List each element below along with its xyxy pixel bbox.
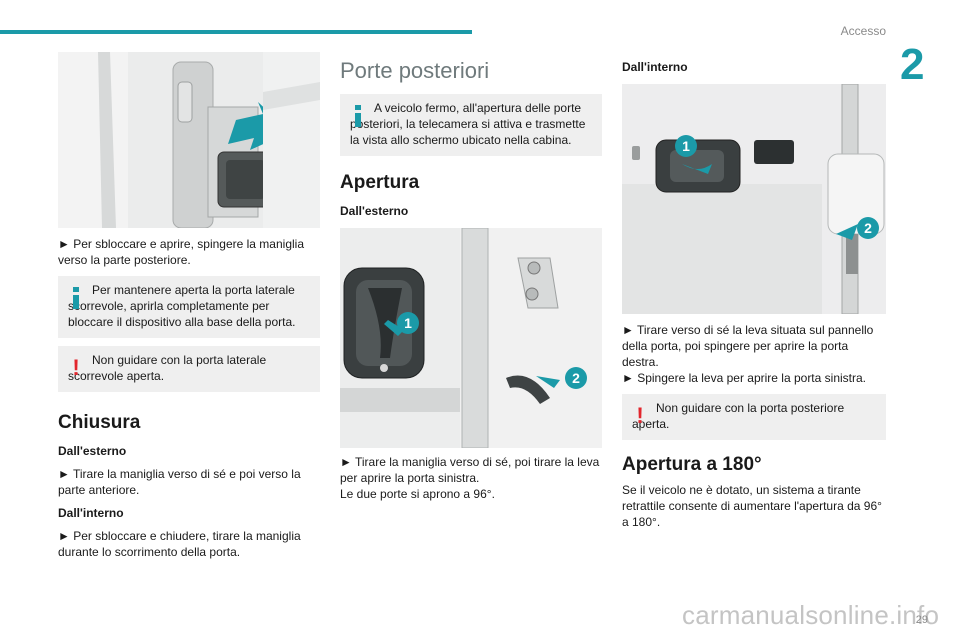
subheading-outside: Dall'esterno	[58, 444, 127, 458]
rear-door-outside-figure: 1 2	[340, 228, 602, 448]
section-name: Accesso	[840, 24, 886, 38]
rear-door-inside-figure: 1 2	[622, 84, 886, 314]
rear-door-outside-illustration: 1 2	[340, 228, 602, 448]
sliding-door-handle-figure	[58, 52, 320, 228]
callout-2-label: 2	[572, 370, 580, 386]
callout-2-label: 2	[864, 220, 872, 236]
note-96-degrees: Le due porte si aprono a 96°.	[340, 487, 495, 501]
chapter-number: 2	[900, 40, 925, 89]
warning-icon: !	[72, 355, 80, 380]
warning-text: Non guidare con la porta laterale scorre…	[68, 353, 267, 383]
warning-box-rear: ! Non guidare con la porta posteriore ap…	[622, 394, 886, 440]
subheading-outside: Dall'esterno	[340, 204, 409, 218]
step-open-sliding: ► Per sbloccare e aprire, spingere la ma…	[58, 237, 304, 267]
column-left: ► Per sbloccare e aprire, spingere la ma…	[58, 52, 320, 560]
info-text: A veicolo fermo, all'apertura delle port…	[350, 101, 586, 147]
warning-box-sliding: ! Non guidare con la porta laterale scor…	[58, 346, 320, 392]
step-open-outside: ► Tirare la maniglia verso di sé, poi ti…	[340, 455, 600, 485]
info-box-sliding: Per mantenere aperta la porta laterale s…	[58, 276, 320, 338]
section-title-rear-doors: Porte posteriori	[340, 58, 490, 83]
subheading-inside: Dall'interno	[58, 506, 124, 520]
step-close-inside: ► Per sbloccare e chiudere, tirare la ma…	[58, 529, 301, 559]
header-bar	[0, 30, 472, 34]
column-right: Dall'interno 1 2 ► Tirare verso di sé la…	[622, 52, 886, 530]
step-open-inside-right: ► Tirare verso di sé la leva situata sul…	[622, 323, 874, 369]
watermark: carmanualsonline.info	[682, 600, 940, 630]
info-icon	[355, 105, 361, 127]
info-box-camera: A veicolo fermo, all'apertura delle port…	[340, 94, 602, 156]
text-180: Se il veicolo ne è dotato, un sistema a …	[622, 483, 882, 529]
sliding-door-illustration	[58, 52, 320, 228]
callout-1-label: 1	[404, 315, 412, 331]
info-icon	[73, 287, 79, 309]
heading-apertura-180: Apertura a 180°	[622, 454, 762, 475]
step-open-inside-left: ► Spingere la leva per aprire la porta s…	[622, 371, 866, 385]
column-middle: Porte posteriori A veicolo fermo, all'ap…	[340, 52, 602, 502]
heading-chiusura: Chiusura	[58, 412, 141, 433]
warning-text: Non guidare con la porta posteriore aper…	[632, 401, 845, 431]
callout-1-label: 1	[682, 138, 690, 154]
heading-apertura: Apertura	[340, 172, 420, 193]
warning-icon: !	[636, 403, 644, 428]
page-number: 29	[915, 614, 928, 626]
info-text: Per mantenere aperta la porta laterale s…	[68, 283, 296, 329]
rear-door-inside-illustration: 1 2	[622, 84, 886, 314]
subheading-inside: Dall'interno	[622, 60, 688, 74]
step-close-outside: ► Tirare la maniglia verso di sé e poi v…	[58, 467, 301, 497]
